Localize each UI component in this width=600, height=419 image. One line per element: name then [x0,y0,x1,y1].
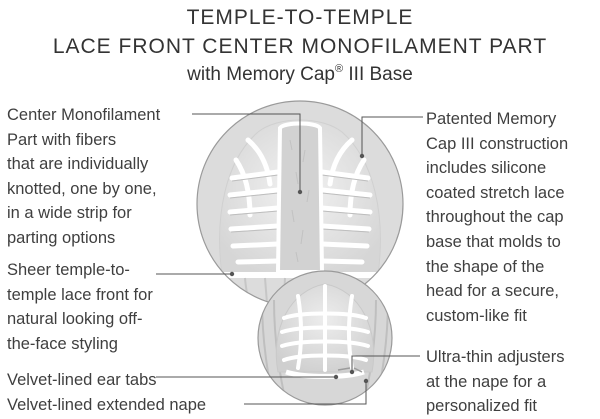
callout-line: Ultra-thin adjusters [426,348,565,366]
callout-line: coated stretch lace [426,183,565,202]
callout-line: includes silicone [426,159,547,178]
leader-line-monofilament [192,113,301,192]
callout-adjusters: Ultra-thin adjusters at the nape for a p… [426,345,564,419]
subtitle-prefix: with Memory Cap [187,64,335,85]
subtitle: with Memory Cap® III Base [0,63,600,86]
callout-line: temple lace front for [7,285,153,304]
leader-line-nape [244,381,367,405]
callout-line: Velvet-lined extended nape [7,396,207,414]
callout-line: natural looking off- [7,310,143,329]
callout-line: custom-like fit [426,306,527,325]
callout-line: Cap III construction [426,134,569,153]
callout-line: personalized fit [426,397,537,416]
title-line-2: LACE FRONT CENTER MONOFILAMENT PART [52,35,548,58]
callout-extended-nape: Velvet-lined extended nape [7,393,206,418]
callout-line: in a wide strip for [7,204,132,223]
leader-dots [229,153,369,384]
callout-line: knotted, one by one, [7,179,157,198]
title-line-1: TEMPLE-TO-TEMPLE [186,6,414,29]
subtitle-suffix: III Base [343,64,413,85]
callout-line: the-face styling [7,334,118,353]
callout-line: base that molds to [426,232,561,251]
callout-line: at the nape for a [426,372,547,391]
registered-mark: ® [335,63,344,75]
callout-line: Patented Memory [426,110,557,128]
cap-back-view [258,271,392,405]
cap-back-view-outline [257,270,393,406]
callout-ear-tabs: Velvet-lined ear tabs [7,368,157,393]
callout-line: Part with fibers [7,130,117,149]
callout-line: throughout the cap [426,208,564,227]
leader-lines [156,113,423,405]
callout-line: that are individually [7,155,149,174]
callout-line: parting options [7,228,116,247]
callout-monofilament: Center Monofilament Part with fibers tha… [7,103,160,251]
callout-line: Center Monofilament [7,106,161,124]
leader-line-memory-cap [361,116,423,156]
callout-line: Sheer temple-to- [7,261,130,279]
callout-sheer-lace: Sheer temple-to- temple lace front for n… [7,258,153,356]
leader-line-adjusters [351,355,420,372]
callout-line: head for a secure, [426,282,559,301]
callout-memory-cap: Patented Memory Cap III construction inc… [426,107,568,328]
callout-line: Velvet-lined ear tabs [7,371,157,389]
callout-line: the shape of the [426,257,545,276]
